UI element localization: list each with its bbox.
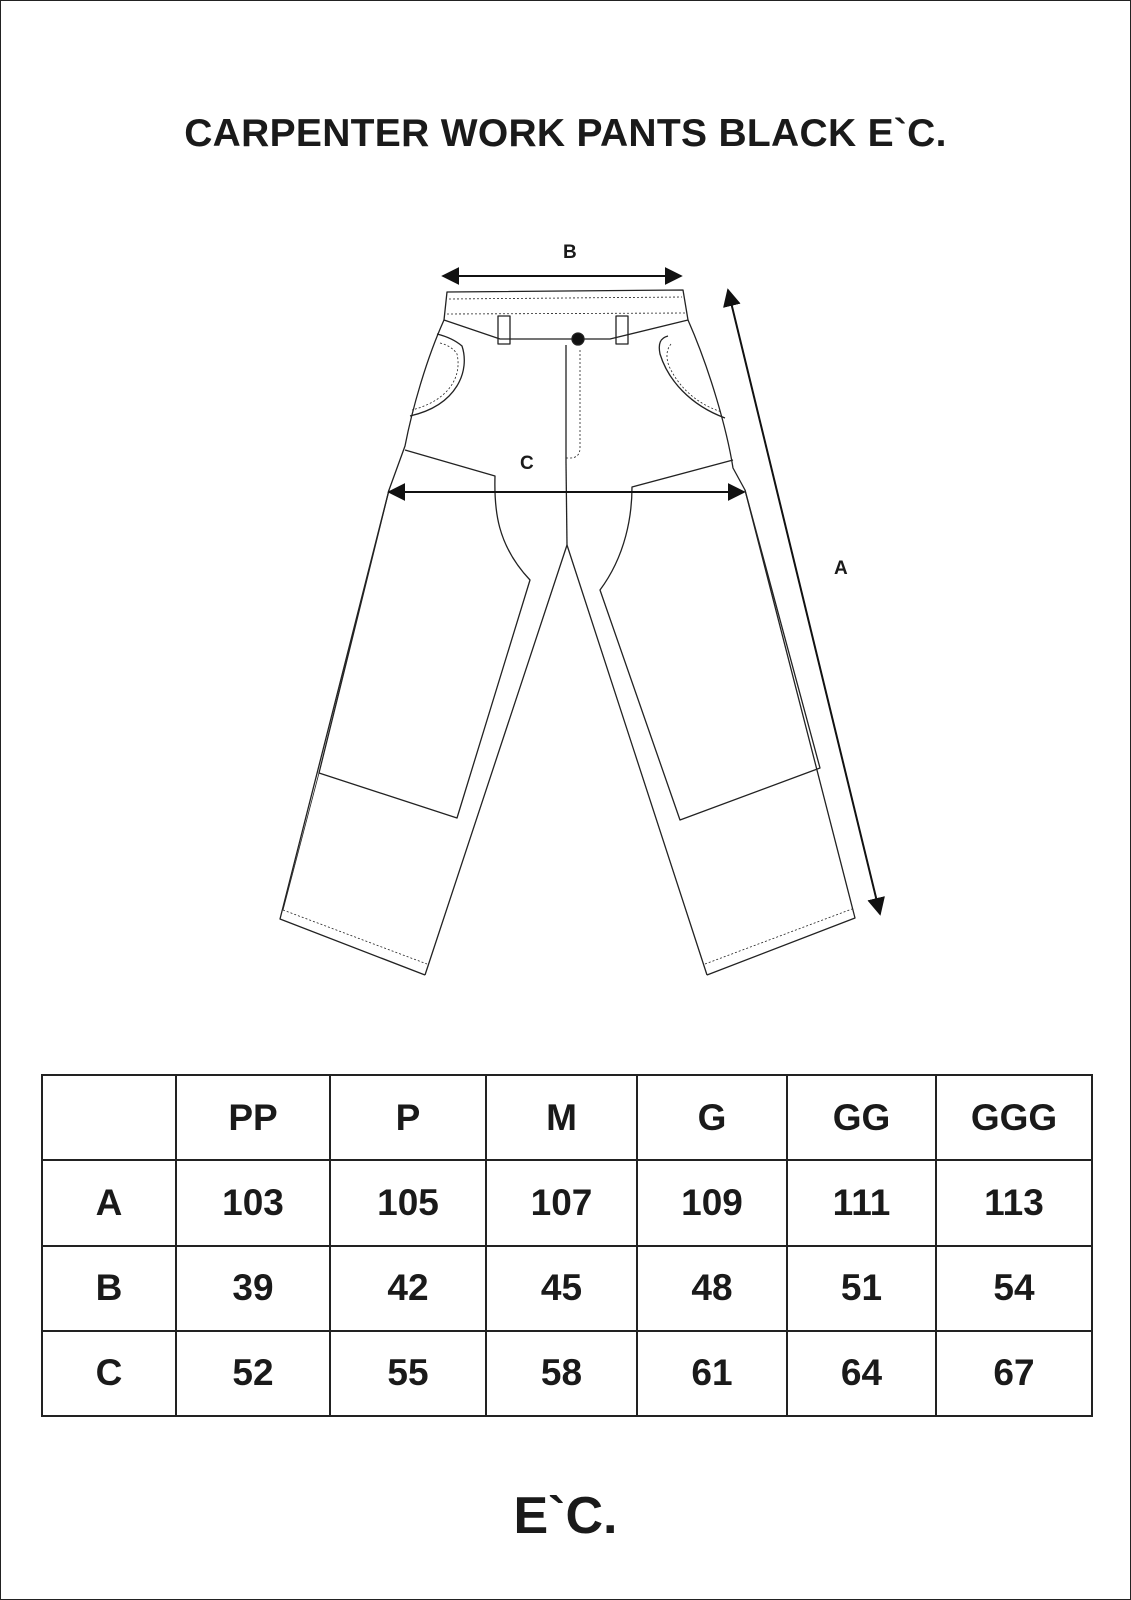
table-cell: 67 — [935, 1329, 1093, 1418]
size-chart-table: PP P M G GG GGG A 103 105 107 109 111 11… — [41, 1073, 1093, 1418]
table-row: A 103 105 107 109 111 113 — [41, 1159, 1093, 1247]
table-header-cell — [41, 1073, 177, 1162]
table-header-cell: P — [329, 1073, 487, 1162]
table-cell: 111 — [786, 1159, 937, 1247]
pants-outline — [279, 289, 856, 976]
table-cell: 52 — [175, 1329, 331, 1418]
pants-technical-drawing — [279, 267, 885, 976]
table-cell: 109 — [636, 1159, 788, 1247]
table-header-cell: GG — [786, 1073, 937, 1162]
table-cell: 107 — [485, 1159, 638, 1247]
table-cell: 48 — [636, 1244, 788, 1332]
table-header-cell: G — [636, 1073, 788, 1162]
table-cell: 103 — [175, 1159, 331, 1247]
table-header-row: PP P M G GG GGG — [41, 1073, 1093, 1162]
table-cell: 58 — [485, 1329, 638, 1418]
table-row: C 52 55 58 61 64 67 — [41, 1329, 1093, 1418]
page-title: CARPENTER WORK PANTS BLACK E`C. — [184, 112, 947, 155]
row-label: C — [41, 1329, 177, 1418]
table-cell: 45 — [485, 1244, 638, 1332]
dimension-c-label: C — [520, 453, 534, 474]
dimension-b-label: B — [563, 242, 577, 263]
table-cell: 61 — [636, 1329, 788, 1418]
table-cell: 113 — [935, 1159, 1093, 1247]
dimension-a-arrow — [723, 288, 885, 916]
table-header-cell: PP — [175, 1073, 331, 1162]
table-cell: 42 — [329, 1244, 487, 1332]
table-cell: 39 — [175, 1244, 331, 1332]
table-cell: 105 — [329, 1159, 487, 1247]
table-header-cell: M — [485, 1073, 638, 1162]
table-cell: 51 — [786, 1244, 937, 1332]
row-label: B — [41, 1244, 177, 1332]
table-cell: 55 — [329, 1329, 487, 1418]
dimension-a-label: A — [834, 558, 848, 579]
row-label: A — [41, 1159, 177, 1247]
brand-logo: E`C. — [513, 1487, 618, 1545]
table-cell: 64 — [786, 1329, 937, 1418]
table-cell: 54 — [935, 1244, 1093, 1332]
table-header-cell: GGG — [935, 1073, 1093, 1162]
table-row: B 39 42 45 48 51 54 — [41, 1244, 1093, 1332]
